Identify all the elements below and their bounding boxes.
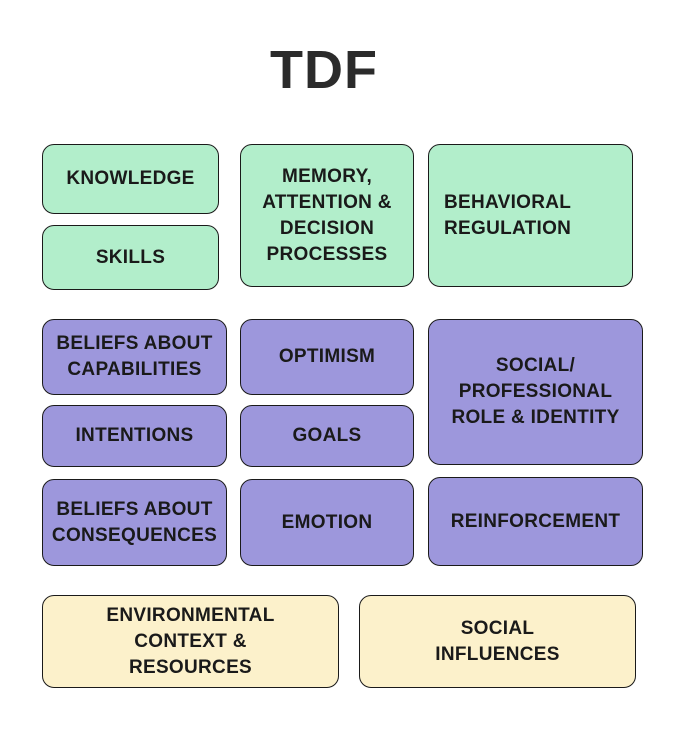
box-intentions: INTENTIONS bbox=[42, 405, 227, 467]
box-reinforcement: REINFORCEMENT bbox=[428, 477, 643, 566]
box-social-influences: SOCIAL INFLUENCES bbox=[359, 595, 636, 688]
box-memory-attention-decision: MEMORY, ATTENTION & DECISION PROCESSES bbox=[240, 144, 414, 287]
box-beliefs-about-capabilities: BELIEFS ABOUT CAPABILITIES bbox=[42, 319, 227, 395]
box-social-professional-role: SOCIAL/ PROFESSIONAL ROLE & IDENTITY bbox=[428, 319, 643, 465]
box-optimism: OPTIMISM bbox=[240, 319, 414, 395]
box-environmental-context: ENVIRONMENTAL CONTEXT & RESOURCES bbox=[42, 595, 339, 688]
box-knowledge: KNOWLEDGE bbox=[42, 144, 219, 214]
diagram-title: TDF bbox=[270, 40, 378, 100]
box-beliefs-about-consequences: BELIEFS ABOUT CONSEQUENCES bbox=[42, 479, 227, 566]
box-goals: GOALS bbox=[240, 405, 414, 467]
box-skills: SKILLS bbox=[42, 225, 219, 290]
box-behavioral-regulation: BEHAVIORAL REGULATION bbox=[428, 144, 633, 287]
box-emotion: EMOTION bbox=[240, 479, 414, 566]
